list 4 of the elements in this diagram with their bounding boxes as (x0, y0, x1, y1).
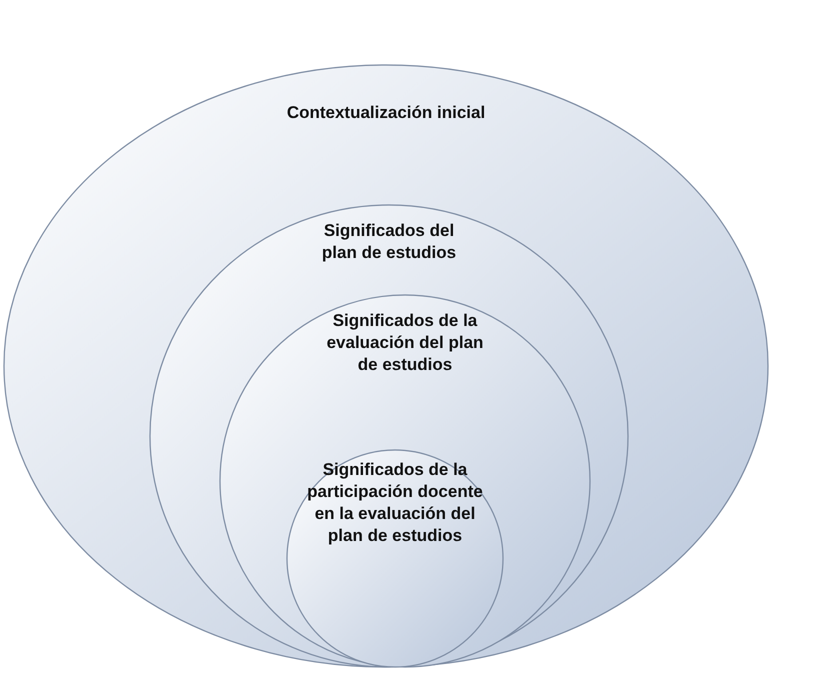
circle-label: Significados del plan de estudios (320, 220, 458, 264)
circle-label: Significados de la participación docente en la evaluación del plan de estudios (306, 459, 484, 547)
circle-label: Significados de la evaluación del plan de estudios (326, 310, 484, 376)
circle-label: Contextualización inicial (286, 102, 486, 124)
